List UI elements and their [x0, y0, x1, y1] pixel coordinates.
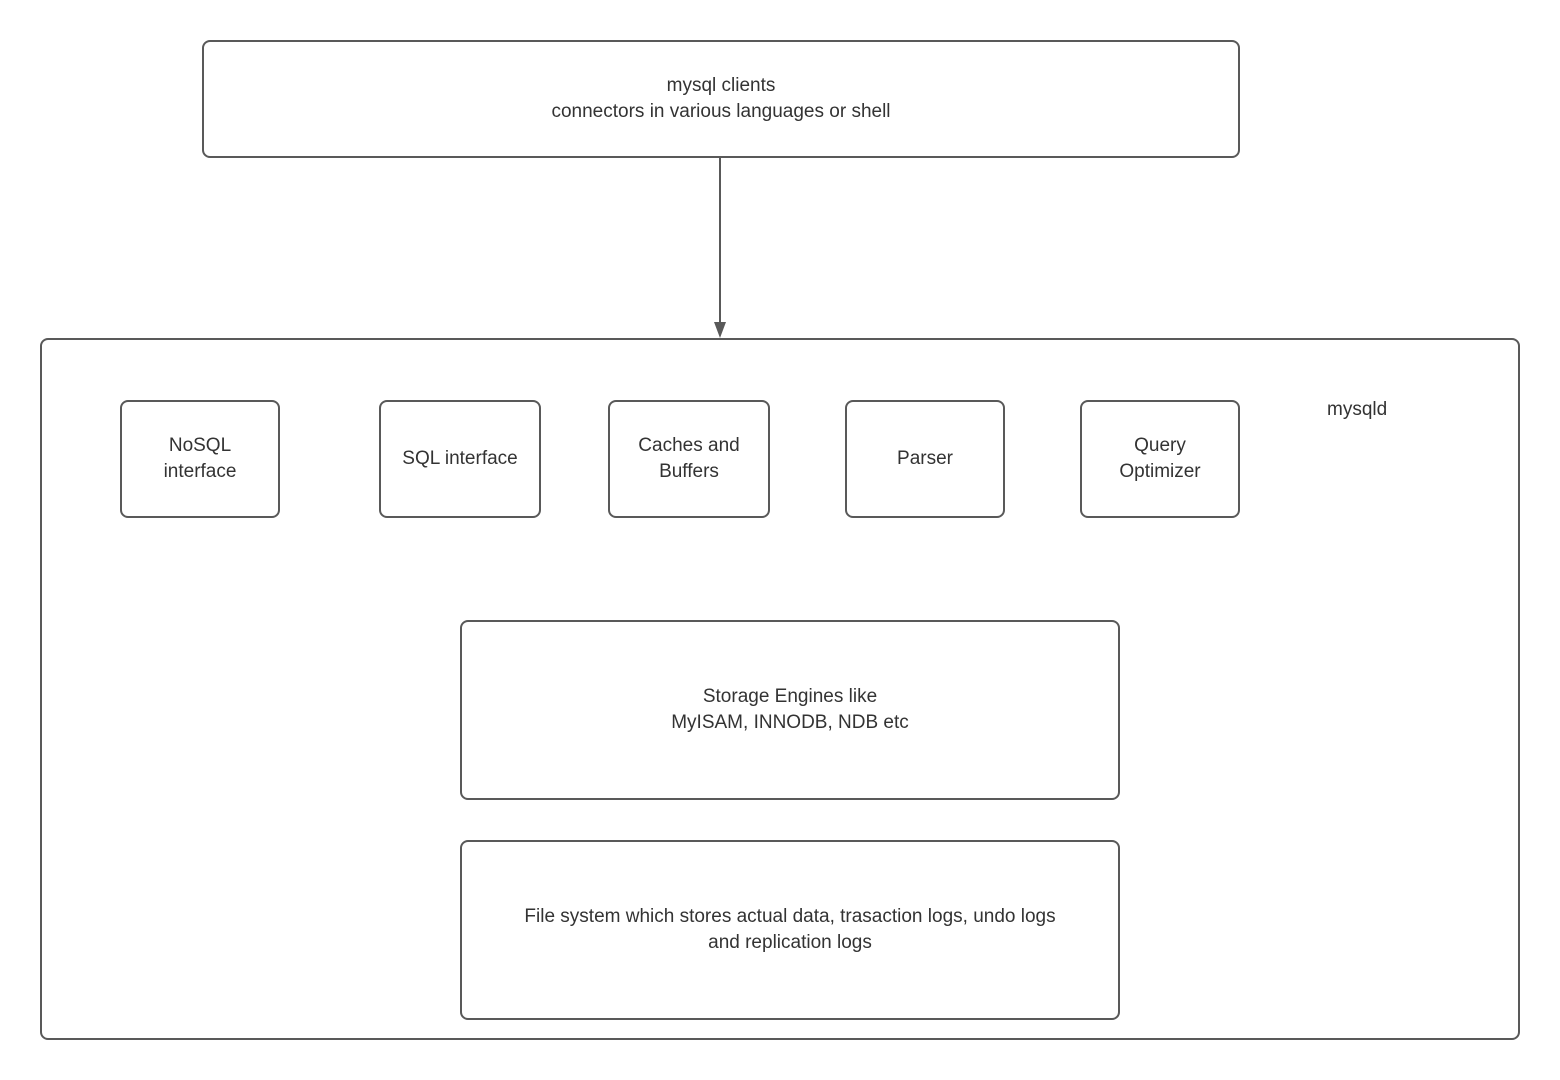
caches-and-buffers-label: Caches and Buffers	[638, 435, 740, 482]
node-storage-engines: Storage Engines like MyISAM, INNODB, NDB…	[460, 620, 1120, 800]
query-optimizer-label: Query Optimizer	[1119, 435, 1201, 482]
sql-interface-label: SQL interface	[402, 448, 518, 469]
storage-engines-label: Storage Engines like MyISAM, INNODB, NDB…	[671, 686, 909, 733]
parser-label: Parser	[897, 448, 953, 469]
node-caches-and-buffers: Caches and Buffers	[608, 400, 770, 518]
mysql-clients-label: mysql clients connectors in various lang…	[551, 75, 891, 122]
file-system-label: File system which stores actual data, tr…	[524, 906, 1056, 953]
node-sql-interface: SQL interface	[379, 400, 541, 518]
node-query-optimizer: Query Optimizer	[1080, 400, 1240, 518]
mysqld-container-label: mysqld	[1327, 399, 1388, 420]
node-file-system: File system which stores actual data, tr…	[460, 840, 1120, 1020]
arrow-clients-to-mysqld-icon	[714, 158, 726, 338]
node-mysql-clients: mysql clients connectors in various lang…	[202, 40, 1240, 158]
node-parser: Parser	[845, 400, 1005, 518]
node-nosql-interface: NoSQL interface	[120, 400, 280, 518]
nosql-interface-label: NoSQL interface	[163, 435, 237, 482]
